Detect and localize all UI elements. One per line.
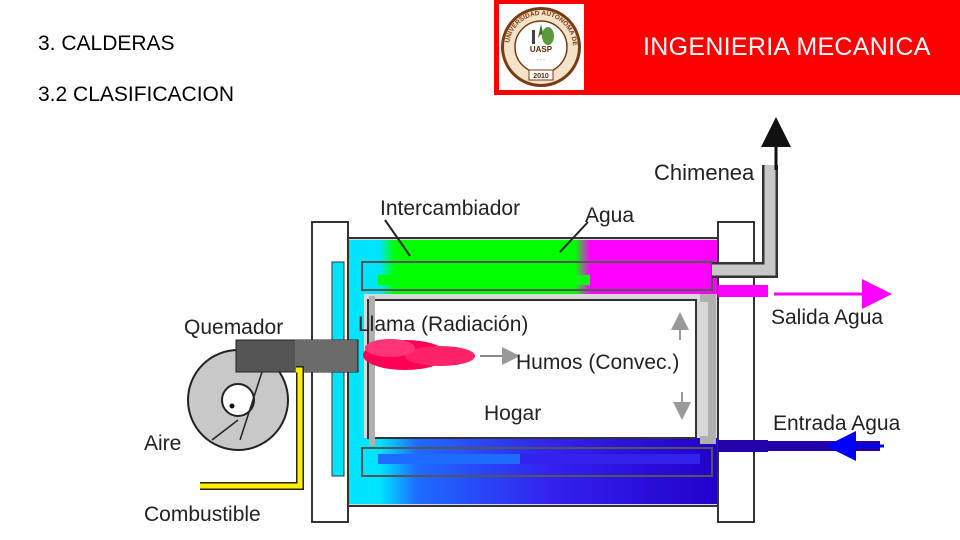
label-entrada-agua: Entrada Agua (773, 412, 901, 435)
flame (363, 339, 475, 370)
label-agua: Agua (585, 204, 634, 227)
label-intercambiador: Intercambiador (380, 197, 520, 220)
slide-heading-subsection: 3.2 CLASIFICACION (38, 83, 235, 106)
water-outlet-pipe (718, 279, 892, 309)
university-logo: UASP · · · 2010 UNIVERSIDAD AUTONOMA DEL… (497, 0, 584, 90)
label-combustible: Combustible (144, 503, 261, 526)
label-hogar: Hogar (484, 402, 541, 425)
banner-title: INGENIERIA MECANICA (643, 33, 931, 61)
label-salida-agua: Salida Agua (771, 306, 883, 329)
label-aire: Aire (144, 432, 181, 455)
slide-heading-section: 3. CALDERAS (38, 32, 175, 55)
logo-seal-icon: UASP · · · 2010 UNIVERSIDAD AUTONOMA DEL… (497, 0, 581, 87)
label-chimenea: Chimenea (654, 160, 755, 185)
label-quemador: Quemador (184, 316, 283, 339)
logo-year: 2010 (533, 73, 549, 80)
svg-text:· · ·: · · · (537, 57, 545, 63)
chimney (712, 117, 791, 278)
leader-intercambiador (384, 219, 411, 257)
label-llama: Llama (Radiación) (358, 313, 528, 336)
leader-aire (211, 419, 239, 441)
leader-agua (559, 221, 589, 253)
fuel-line (200, 367, 303, 489)
logo-center-text: UASP (530, 45, 553, 54)
label-humos: Humos (Convec.) (516, 351, 679, 374)
water-inlet-pipe (718, 431, 884, 461)
burner (187, 339, 359, 490)
